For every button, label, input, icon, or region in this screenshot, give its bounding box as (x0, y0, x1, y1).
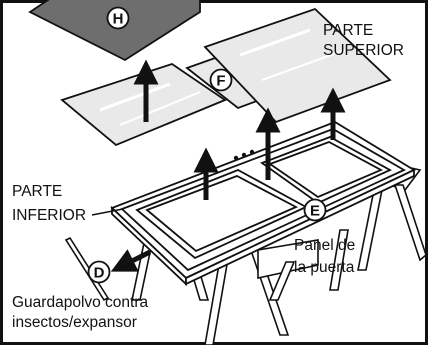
door-panel-label-line2: la puerta (294, 259, 355, 276)
sweep-label-line2: insectos/expansor (12, 314, 137, 331)
bottom-part-label-line2: INFERIOR (12, 207, 86, 224)
arrow-sweep-out (110, 249, 152, 272)
sweep-label-line1: Guardapolvo contra (12, 294, 149, 311)
callout-e-text: E (310, 203, 320, 220)
door-frame-bottom (110, 121, 416, 287)
arrows (110, 59, 346, 272)
callout-h-text: H (113, 11, 124, 28)
callout-d-text: D (94, 265, 105, 282)
callout-f-text: F (216, 73, 225, 90)
callout-h: H (106, 6, 130, 30)
dark-panel (28, 0, 201, 62)
door-panel-label-line1: Panel de (294, 237, 355, 254)
callout-d: D (87, 260, 111, 284)
bottom-part-leader (91, 208, 124, 216)
bottom-part-label-line1: PARTE (12, 183, 62, 200)
handle-holes (233, 149, 255, 161)
callout-f: F (209, 68, 233, 92)
top-part-label-line1: PARTE (323, 22, 373, 39)
top-part-label-line2: SUPERIOR (323, 42, 404, 59)
callout-e: E (303, 198, 327, 222)
